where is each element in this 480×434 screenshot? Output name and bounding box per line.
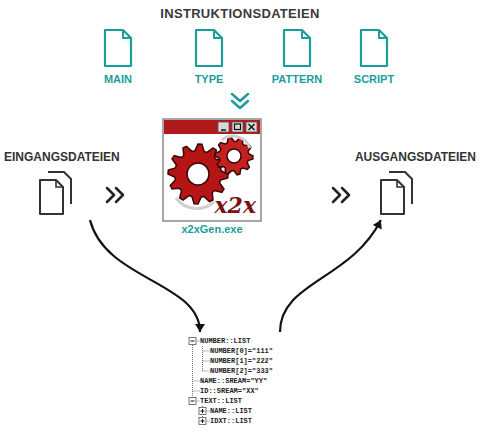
curved-arrow [280,220,382,332]
arrow-line [90,220,200,332]
file-icon [194,28,224,68]
file-icon [103,28,133,68]
tree-guide [192,341,193,401]
file-group: AUSGANGSDATEIEN [355,150,476,216]
file-corner [123,30,131,38]
tree-branch [193,391,200,392]
tree-item: NAME::LIST [188,406,300,416]
tree-branch [203,361,210,362]
file-outline [105,30,131,66]
tree-item: ID::SREAM="XX" [188,386,300,396]
group-label: AUSGANGSDATEIEN [355,150,476,164]
window-titlebar [164,120,260,134]
document-front [381,180,404,214]
double-chevron-right [107,188,123,202]
tree-item: IDXT::LIST [188,416,300,426]
instruction-file: SCRIPT [354,28,394,85]
tree-expander [199,418,206,425]
expander-glyph [202,409,203,413]
tree-expander [189,338,196,345]
group-label: EINGANGSDATEIEN [4,150,120,164]
tree-item: NAME::SREAM="YY" [188,376,300,386]
document-corner [56,180,63,187]
tree-item: NUMBER[2]="333" [188,366,300,376]
window-button [232,122,243,132]
double-chevron-down [232,94,248,108]
arrow-head [373,220,382,229]
file-group: EINGANGSDATEIEN [4,150,120,216]
large-gear-hub [187,163,209,185]
tree-expander [189,398,196,405]
tree-expander [199,408,206,415]
instruction-file: TYPE [194,28,224,85]
file-label: MAIN [103,73,133,85]
tree-item: NUMBER[0]="111" [188,346,300,356]
icon-logo-text: x2x [162,192,256,220]
file-outline [284,30,310,66]
file-outline [361,30,387,66]
maximize-glyph [235,124,241,130]
tree-item: NUMBER[1]="222" [188,356,300,366]
arrow-line [280,220,381,332]
application: x2x x2xGen.exe [162,118,262,235]
documents-icon [375,170,425,216]
curved-arrow [90,220,205,332]
file-outline [196,30,222,66]
file-corner [302,30,310,38]
window-button [218,122,229,132]
file-label: TYPE [194,73,224,85]
small-gear-hub [227,149,241,163]
document-corner [397,180,404,187]
file-label: SCRIPT [354,73,394,85]
tree-view: NUMBER::LISTNUMBER[0]="111"NUMBER[1]="22… [188,336,300,426]
file-icon [282,28,312,68]
expander-glyph [202,419,203,423]
expander-glyph [191,341,195,342]
tree-branch [203,351,210,352]
tree-branch [203,371,210,372]
double-chevron-right [333,188,349,202]
arrow-head [195,324,205,332]
rotation-arrow [222,136,250,148]
documents-icon [34,170,84,216]
document-front [40,180,63,214]
file-icon [359,28,389,68]
tree-item: NUMBER::LIST [188,336,300,346]
expander-glyph [191,401,195,402]
instruction-file: PATTERN [272,28,322,85]
minimize-glyph [221,129,226,131]
tree-item: TEXT::LIST [188,396,300,406]
file-label: PATTERN [272,73,322,85]
window-button [246,122,257,132]
tree-branch [193,381,200,382]
rotation-arrow [176,198,214,208]
diagram-title: INSTRUKTIONSDATEIEN [0,6,480,21]
file-corner [379,30,387,38]
close-glyph [249,124,255,130]
tree-guide [202,346,203,371]
window-frame [163,119,261,221]
program-name: x2xGen.exe [162,223,262,235]
file-corner [214,30,222,38]
instruction-file: MAIN [103,28,133,85]
